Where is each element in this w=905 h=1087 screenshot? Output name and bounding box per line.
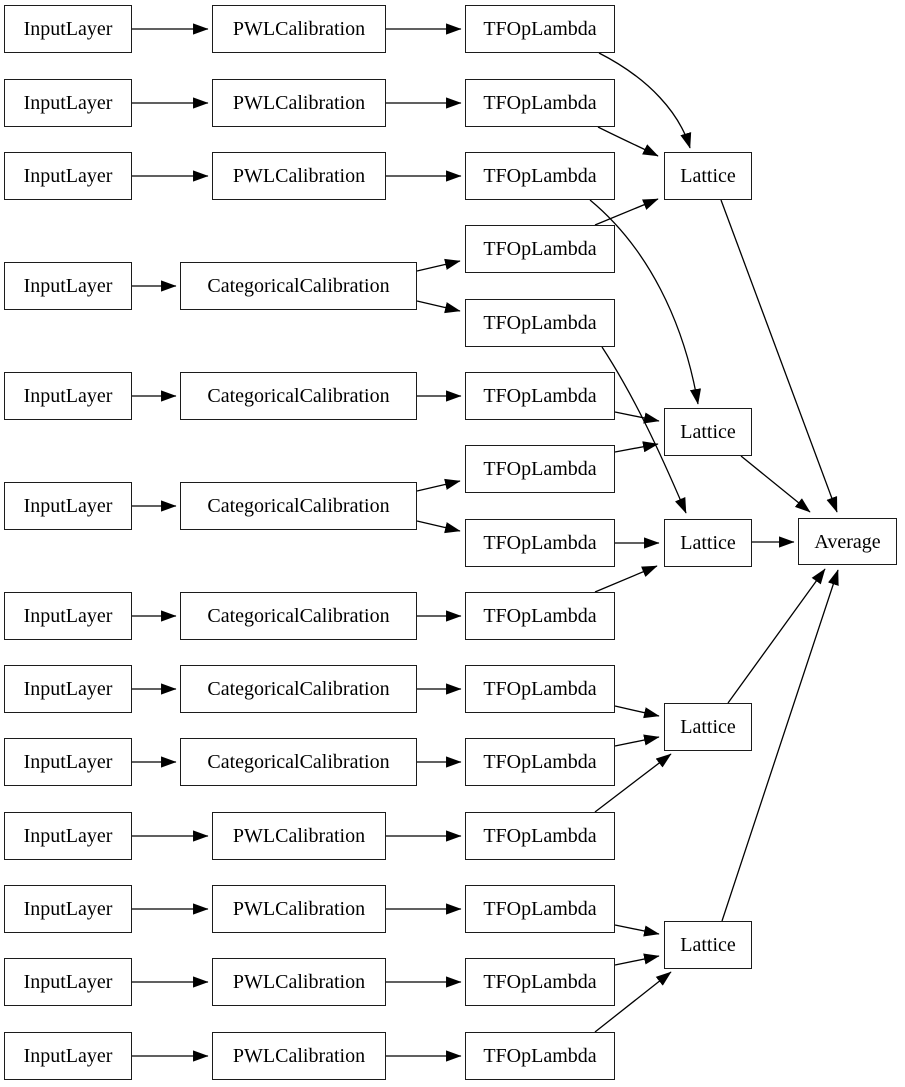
node-tfoplambda-7: TFOpLambda (465, 592, 615, 640)
edge-calibration-6-tfoplambda-6a (416, 478, 461, 492)
node-tfoplambda-10: TFOpLambda (465, 812, 615, 860)
node-lattice-5: Lattice (664, 921, 752, 969)
edge-calibration-4-tfoplambda-4b (416, 300, 461, 314)
node-inputlayer-9: InputLayer (4, 738, 132, 786)
node-tfoplambda-6a: TFOpLambda (465, 445, 615, 493)
edge-lattice-2-average (740, 455, 811, 513)
node-inputlayer-1: InputLayer (4, 5, 132, 53)
node-inputlayer-10: InputLayer (4, 812, 132, 860)
edge-tfoplambda-12-lattice-5 (614, 953, 660, 966)
node-lattice-2: Lattice (664, 408, 752, 456)
edge-tfoplambda-5-lattice-2 (614, 411, 660, 424)
edge-lattice-4-average (727, 568, 826, 704)
edge-tfoplambda-4b-lattice-3 (601, 346, 687, 514)
edge-calibration-4-tfoplambda-4a (416, 258, 461, 272)
node-categoricalcalibration-7: CategoricalCalibration (180, 592, 417, 640)
node-tfoplambda-4b: TFOpLambda (465, 299, 615, 347)
edge-tfoplambda-1-lattice-1 (598, 52, 692, 149)
node-inputlayer-8: InputLayer (4, 665, 132, 713)
node-pwlcalibration-13: PWLCalibration (212, 1032, 386, 1080)
node-lattice-3: Lattice (664, 519, 752, 567)
edge-calibration-6-tfoplambda-6b (416, 520, 461, 534)
node-categoricalcalibration-4: CategoricalCalibration (180, 262, 417, 310)
node-lattice-4: Lattice (664, 703, 752, 751)
node-inputlayer-3: InputLayer (4, 152, 132, 200)
node-inputlayer-5: InputLayer (4, 372, 132, 420)
node-inputlayer-2: InputLayer (4, 79, 132, 127)
node-inputlayer-7: InputLayer (4, 592, 132, 640)
node-pwlcalibration-11: PWLCalibration (212, 885, 386, 933)
node-inputlayer-12: InputLayer (4, 958, 132, 1006)
edge-tfoplambda-6a-lattice-2 (614, 441, 659, 453)
node-pwlcalibration-10: PWLCalibration (212, 812, 386, 860)
node-tfoplambda-11: TFOpLambda (465, 885, 615, 933)
edge-lattice-5-average (721, 569, 839, 922)
node-inputlayer-13: InputLayer (4, 1032, 132, 1080)
edge-tfoplambda-10-lattice-4 (594, 753, 672, 813)
node-tfoplambda-4a: TFOpLambda (465, 225, 615, 273)
node-lattice-1: Lattice (664, 152, 752, 200)
node-average: Average (798, 518, 897, 565)
node-inputlayer-11: InputLayer (4, 885, 132, 933)
node-tfoplambda-2: TFOpLambda (465, 79, 615, 127)
edge-lattice-1-average (720, 199, 838, 513)
edge-tfoplambda-2-lattice-1 (597, 126, 659, 157)
edge-tfoplambda-13-lattice-5 (594, 971, 672, 1033)
node-pwlcalibration-2: PWLCalibration (212, 79, 386, 127)
edge-tfoplambda-7-lattice-3 (594, 565, 658, 593)
node-categoricalcalibration-6: CategoricalCalibration (180, 482, 417, 530)
node-inputlayer-6: InputLayer (4, 482, 132, 530)
node-categoricalcalibration-5: CategoricalCalibration (180, 372, 417, 420)
node-inputlayer-4: InputLayer (4, 262, 132, 310)
node-tfoplambda-13: TFOpLambda (465, 1032, 615, 1080)
node-tfoplambda-9: TFOpLambda (465, 738, 615, 786)
node-tfoplambda-8: TFOpLambda (465, 665, 615, 713)
node-tfoplambda-5: TFOpLambda (465, 372, 615, 420)
edge-tfoplambda-8-lattice-4 (614, 705, 660, 719)
node-pwlcalibration-3: PWLCalibration (212, 152, 386, 200)
node-tfoplambda-1: TFOpLambda (465, 5, 615, 53)
node-tfoplambda-3: TFOpLambda (465, 152, 615, 200)
node-categoricalcalibration-8: CategoricalCalibration (180, 665, 417, 713)
node-tfoplambda-12: TFOpLambda (465, 958, 615, 1006)
edge-tfoplambda-9-lattice-4 (614, 734, 660, 747)
edge-tfoplambda-4a-lattice-1 (594, 198, 659, 226)
node-categoricalcalibration-9: CategoricalCalibration (180, 738, 417, 786)
node-pwlcalibration-1: PWLCalibration (212, 5, 386, 53)
edge-tfoplambda-11-lattice-5 (614, 924, 660, 937)
node-tfoplambda-6b: TFOpLambda (465, 519, 615, 567)
edge-tfoplambda-3-lattice-2 (589, 199, 702, 405)
node-pwlcalibration-12: PWLCalibration (212, 958, 386, 1006)
